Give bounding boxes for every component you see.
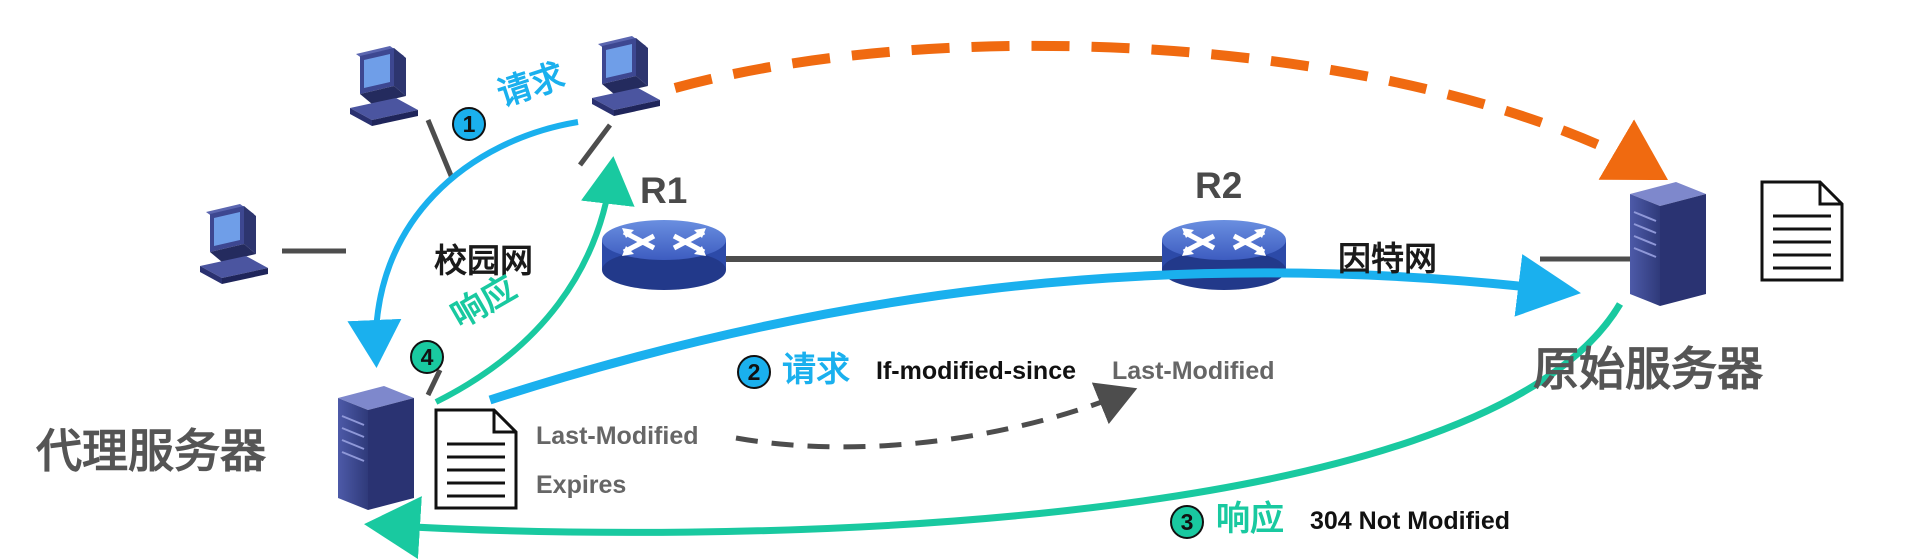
step-4-arrow xyxy=(434,156,635,405)
origin-server-label: 原始服务器 xyxy=(1533,342,1763,396)
client-pc-icon xyxy=(200,204,268,284)
step-1-badge: 1 xyxy=(452,107,486,141)
link-pc-top-right xyxy=(578,123,612,167)
client-pc-icon xyxy=(592,36,660,116)
step-3-action: 响应 xyxy=(1216,499,1284,539)
step-2-arrow xyxy=(488,254,1581,405)
router-r1-label: R1 xyxy=(640,170,688,211)
router-icon xyxy=(1162,220,1286,290)
step-2-value: Last-Modified xyxy=(1112,357,1275,385)
link-pc-top-left xyxy=(425,119,455,179)
cached-field-expires: Expires xyxy=(536,471,627,499)
step-3-arrow xyxy=(364,302,1624,559)
step-2-header: If-modified-since xyxy=(876,357,1077,385)
step-3-badge: 3 xyxy=(1170,505,1204,539)
origin-server-icon xyxy=(1629,181,1707,307)
internet-label: 因特网 xyxy=(1338,239,1437,278)
proxy-server-icon xyxy=(337,385,415,511)
direct-path-arrow xyxy=(673,40,1671,185)
router-r1-badge: ROUTER xyxy=(640,290,691,303)
router-r2-label: R2 xyxy=(1195,165,1243,206)
origin-document-icon xyxy=(1760,180,1844,282)
step-1-arrow xyxy=(347,119,579,368)
cached-field-last-modified: Last-Modified xyxy=(536,422,699,450)
step-3-detail: 304 Not Modified xyxy=(1310,507,1511,535)
header-copy-arrow xyxy=(735,382,1138,450)
router-icon xyxy=(602,220,726,290)
step-2-action: 请求 xyxy=(782,350,850,390)
cached-document-icon xyxy=(434,408,518,510)
step-2-badge: 2 xyxy=(737,355,771,389)
step-4-badge: 4 xyxy=(410,340,444,374)
router-r2-badge: ROUTER xyxy=(1200,290,1251,303)
campus-network-label: 校园网 xyxy=(434,241,533,280)
client-pc-icon xyxy=(350,46,418,126)
proxy-server-label: 代理服务器 xyxy=(36,424,266,478)
link-proxy xyxy=(425,368,443,397)
